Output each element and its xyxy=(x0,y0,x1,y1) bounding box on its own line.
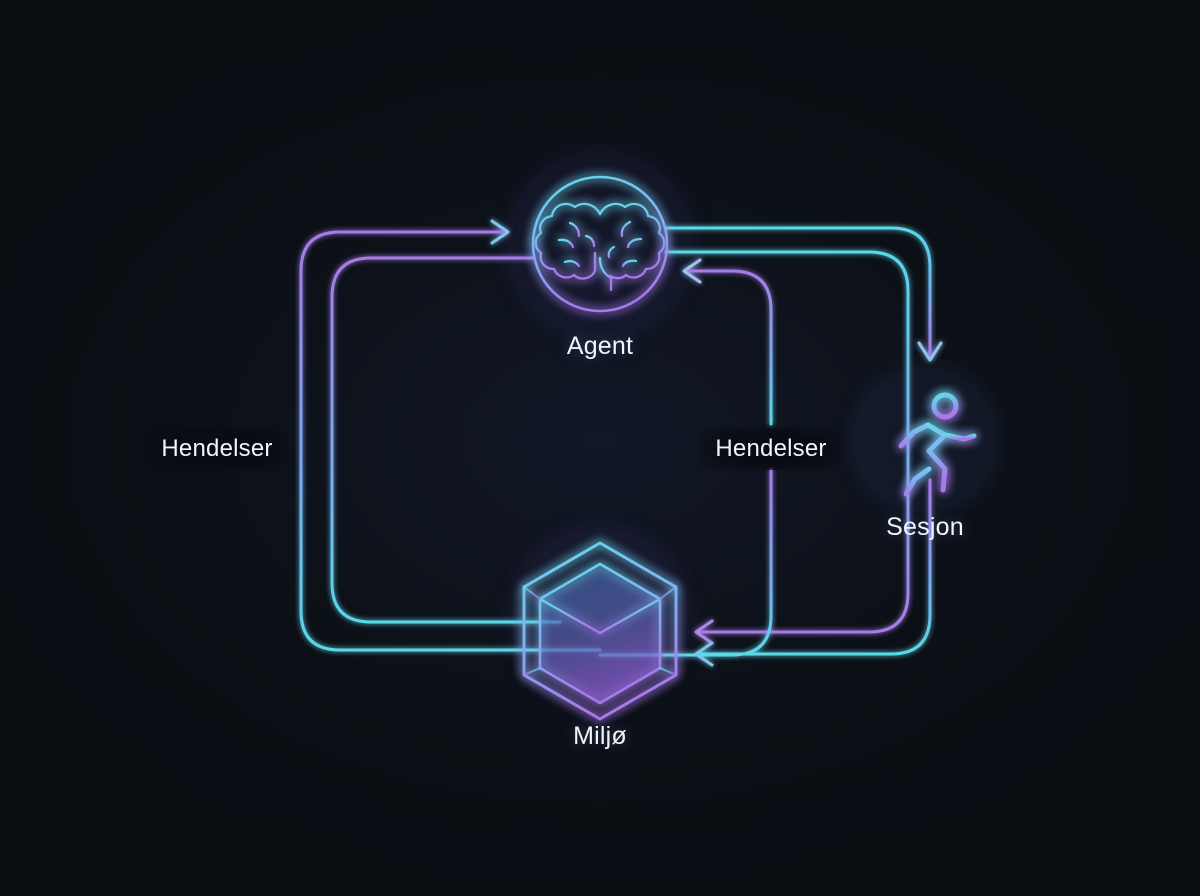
node-agent[interactable] xyxy=(531,175,669,313)
edge-label-events-right: Hendelser xyxy=(701,428,841,470)
cube-icon xyxy=(522,541,678,721)
agent-circle xyxy=(531,175,669,313)
connector-session-to-env xyxy=(694,478,932,667)
connector-env-to-agent-inner xyxy=(330,256,562,624)
running-person-icon xyxy=(871,392,977,497)
node-label-env: Miljø xyxy=(573,722,627,750)
connector-env-to-agent-outer xyxy=(299,219,602,652)
brain-icon xyxy=(534,202,666,292)
node-env[interactable] xyxy=(522,541,678,721)
edge-label-events-left: Hendelser xyxy=(147,428,287,470)
node-label-agent: Agent xyxy=(566,332,634,360)
node-label-session: Sesjon xyxy=(886,513,964,541)
connector-agent-to-session xyxy=(664,226,943,362)
node-session[interactable] xyxy=(871,392,977,497)
